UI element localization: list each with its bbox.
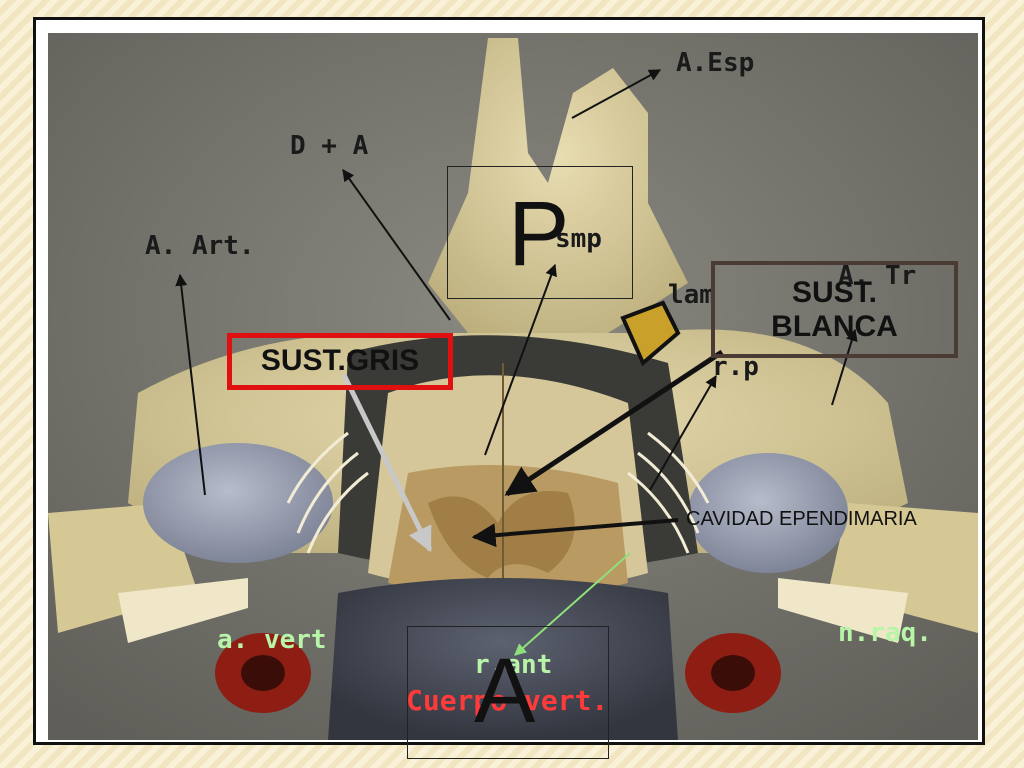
label-lam: lam <box>668 280 715 310</box>
posterior-box <box>447 166 633 299</box>
sust-gris-label: SUST.GRIS <box>260 344 420 377</box>
posterior-letter: P <box>508 183 570 285</box>
sust-blanca-line1: SUST. <box>791 276 878 309</box>
sust-gris-box <box>227 333 453 390</box>
label-a-vert: a. vert <box>217 625 327 655</box>
label-smp: smp <box>555 224 602 254</box>
sust-blanca-line2: BLANCA <box>771 310 898 343</box>
anterior-box <box>407 626 609 759</box>
anterior-letter: A <box>474 640 536 742</box>
label-n-raq: n.raq. <box>838 618 932 648</box>
sust-blanca-box <box>711 261 958 358</box>
label-a-art: A. Art. <box>145 231 255 261</box>
label-d-a: D + A <box>290 131 369 161</box>
sust-blanca-label: SUST. BLANCA <box>715 276 954 344</box>
label-a-esp: A.Esp <box>676 48 755 78</box>
cavidad-ependimaria-label: CAVIDAD EPENDIMARIA <box>686 508 917 530</box>
label-cuerpo-vert: Cuerpo vert. <box>406 684 609 717</box>
label-a-tr: A. Tr <box>838 261 917 291</box>
